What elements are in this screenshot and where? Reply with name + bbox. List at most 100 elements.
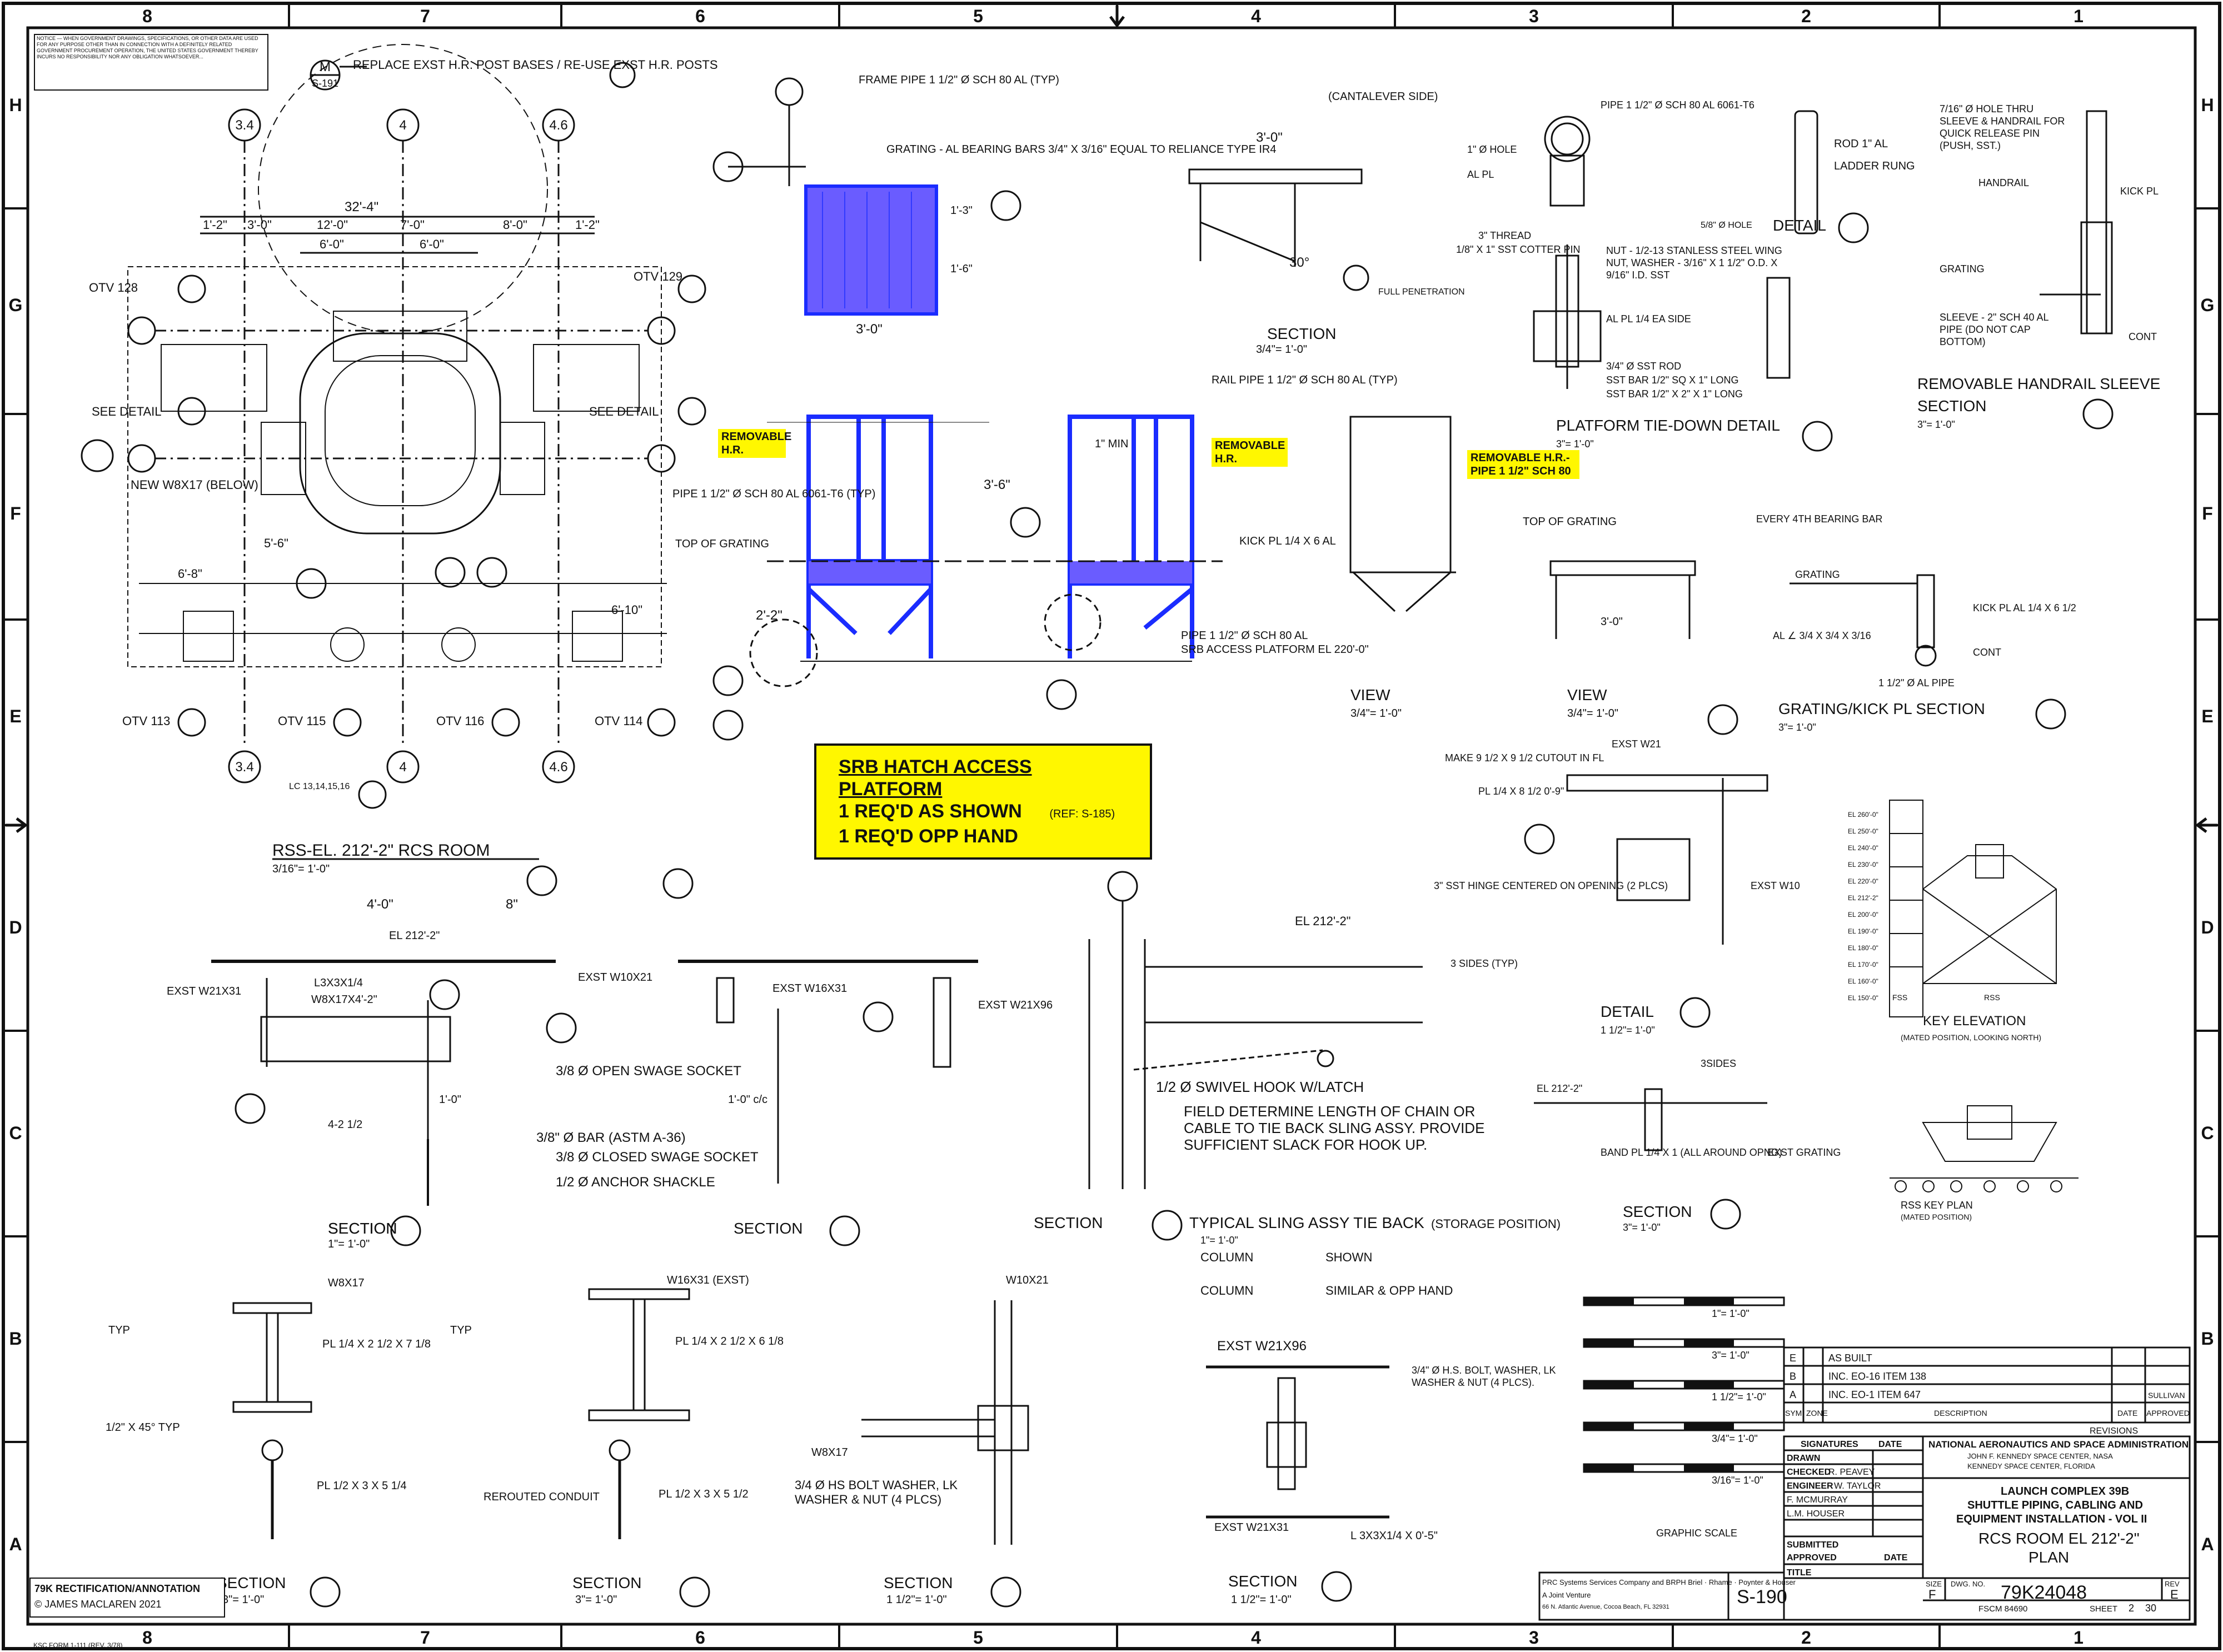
section-k	[232, 1215, 421, 1539]
handrail-sleeve	[2040, 110, 2114, 430]
svg-text:3/8" Ø BAR (ASTM A-36): 3/8" Ø BAR (ASTM A-36)	[536, 1130, 686, 1145]
svg-text:W8X17X4'-2": W8X17X4'-2"	[311, 994, 377, 1006]
svg-text:SECTION: SECTION	[572, 1574, 641, 1591]
svg-text:1 1/2"= 1'-0": 1 1/2"= 1'-0"	[1712, 1391, 1766, 1403]
callout-m-sheet: S-191	[312, 78, 338, 89]
svg-text:KICK PL AL 1/4 X 6 1/2: KICK PL AL 1/4 X 6 1/2	[1973, 602, 2076, 613]
handrail-sleeve-text: HANDRAIL KICK PL GRATING CONT REMOVABLE …	[1917, 177, 2160, 430]
col-bubble-34-bottom	[228, 750, 261, 783]
svg-text:EL 230'-0": EL 230'-0"	[1848, 861, 1878, 869]
svg-text:EL 250'-0": EL 250'-0"	[1848, 827, 1878, 835]
zone-col-top: 5	[973, 6, 983, 26]
svg-text:W10X21: W10X21	[1006, 1274, 1049, 1286]
svg-text:LADDER RUNG: LADDER RUNG	[1834, 160, 1915, 172]
section-k-text: W8X17 TYP PL 1/4 X 2 1/2 X 7 1/8 1/2" X …	[106, 1220, 431, 1492]
lc-note: LC 13,14,15,16	[289, 782, 350, 791]
section-m	[211, 865, 577, 1608]
svg-text:DETAIL: DETAIL	[1601, 1003, 1654, 1020]
svg-text:(MATED POSITION): (MATED POSITION)	[1901, 1212, 1972, 1221]
zone-col-bottom: 3	[1529, 1628, 1539, 1648]
svg-text:AL PL 1/4 EA SIDE: AL PL 1/4 EA SIDE	[1606, 313, 1691, 325]
svg-text:(STORAGE POSITION): (STORAGE POSITION)	[1431, 1217, 1561, 1231]
svg-text:SECTION: SECTION	[734, 1220, 803, 1237]
svg-text:SIMILAR & OPP HAND: SIMILAR & OPP HAND	[1325, 1284, 1453, 1297]
svg-text:PL 1/2 X 3 X 5 1/2: PL 1/2 X 3 X 5 1/2	[659, 1488, 749, 1500]
platform-lines	[712, 77, 1696, 741]
svg-text:DWG. NO.: DWG. NO.	[1951, 1580, 1985, 1588]
svg-text:66 N. Atlantic Avenue, Cocoa B: 66 N. Atlantic Avenue, Cocoa Beach, FL 3…	[1542, 1604, 1669, 1610]
svg-text:INC. EO-1 ITEM 647: INC. EO-1 ITEM 647	[1828, 1389, 1921, 1400]
svg-text:EXST W21X96: EXST W21X96	[978, 999, 1053, 1011]
section-h-text: EL 212'-2" 1/2 Ø SWIVEL HOOK W/LATCH SEC…	[1034, 914, 1561, 1297]
svg-text:1/2 Ø SWIVEL HOOK W/LATCH: 1/2 Ø SWIVEL HOOK W/LATCH	[1156, 1079, 1364, 1095]
svg-text:1/2" X 45° TYP: 1/2" X 45° TYP	[106, 1421, 180, 1434]
svg-text:L3X3X1/4: L3X3X1/4	[314, 977, 363, 989]
svg-text:RSS: RSS	[1984, 993, 2000, 1002]
section-q-bolt-note: 3/4" Ø H.S. BOLT, WASHER, LK WASHER & NU…	[1412, 1365, 1556, 1388]
svg-text:DATE: DATE	[1878, 1440, 1902, 1449]
section-p-bolt-note: 3/4 Ø HS BOLT WASHER, LK WASHER & NUT (4…	[795, 1478, 958, 1506]
rectification-box	[29, 1578, 225, 1618]
svg-text:KENNEDY SPACE CENTER, FLORIDA: KENNEDY SPACE CENTER, FLORIDA	[1967, 1462, 2095, 1470]
zone-col-bottom: 4	[1251, 1628, 1261, 1648]
section-q-text: EXST W21X96 EXST W21X31 L 3X3X1/4 X 0'-5…	[1214, 1339, 1438, 1606]
zone-row-left: D	[9, 917, 22, 937]
col-4-bottom: 4	[399, 760, 406, 775]
otv-113: OTV 113	[122, 714, 170, 728]
zone-col-top: 7	[420, 6, 430, 26]
dim-total: 32'-4"	[345, 199, 378, 214]
platform-title-line: SRB HATCH ACCESS PLATFORM	[839, 756, 1032, 800]
svg-text:W. TAYLOR: W. TAYLOR	[1834, 1481, 1881, 1491]
svg-text:GRAPHIC SCALE: GRAPHIC SCALE	[1656, 1528, 1737, 1539]
tiedown-text: PIPE 1 1/2" Ø SCH 80 AL 6061-T6 1" Ø HOL…	[1456, 99, 1780, 450]
detail-r	[1524, 704, 1768, 1028]
zone-row-left: F	[10, 503, 21, 523]
svg-text:6'-0": 6'-0"	[320, 237, 344, 251]
svg-text:COLUMN: COLUMN	[1200, 1250, 1253, 1264]
svg-text:PL 1/2 X 3 X 5 1/4: PL 1/2 X 3 X 5 1/4	[317, 1480, 407, 1492]
svg-text:AL PL: AL PL	[1467, 169, 1494, 180]
svg-text:1 1/2" Ø AL PIPE: 1 1/2" Ø AL PIPE	[1878, 677, 1955, 688]
svg-text:EL 200'-0": EL 200'-0"	[1848, 911, 1878, 919]
svg-text:GRATING: GRATING	[1795, 569, 1840, 580]
zone-col-bottom: 1	[2074, 1628, 2084, 1648]
col-4: 4	[399, 118, 406, 133]
svg-text:EL 190'-0": EL 190'-0"	[1848, 927, 1878, 935]
svg-text:2: 2	[2129, 1603, 2134, 1614]
svg-text:5'-6": 5'-6"	[264, 536, 288, 550]
svg-text:FSCM 84690: FSCM 84690	[1978, 1604, 2027, 1614]
zone-row-right: B	[2201, 1329, 2214, 1349]
svg-text:GRATING/KICK PL SECTION: GRATING/KICK PL SECTION	[1778, 700, 1985, 717]
section-s	[1534, 1088, 1767, 1230]
ksc-form: KSC FORM 1-111 (REV. 3/78)	[33, 1641, 123, 1649]
svg-text:LAUNCH COMPLEX 39B: LAUNCH COMPLEX 39B	[2001, 1485, 2129, 1498]
svg-text:EL 150'-0": EL 150'-0"	[1848, 994, 1878, 1002]
svg-text:DATE: DATE	[2117, 1409, 2137, 1418]
col-34: 3.4	[235, 118, 253, 133]
zone-row-left: G	[9, 295, 23, 315]
svg-text:3/4"= 1'-0": 3/4"= 1'-0"	[1350, 707, 1402, 720]
svg-text:F. MCMURRAY: F. MCMURRAY	[1787, 1495, 1848, 1505]
svg-text:SECTION: SECTION	[328, 1220, 397, 1237]
svg-text:DRAWN: DRAWN	[1787, 1454, 1820, 1463]
svg-text:30°: 30°	[1289, 255, 1309, 270]
svg-text:1 1/2"= 1'-0": 1 1/2"= 1'-0"	[1231, 1594, 1292, 1606]
zone-row-right: C	[2201, 1123, 2214, 1143]
section-b	[1188, 168, 1369, 291]
svg-text:APPROVED: APPROVED	[2146, 1409, 2190, 1418]
svg-text:3SIDES: 3SIDES	[1701, 1058, 1736, 1069]
callout-m-letter: M	[320, 59, 331, 74]
svg-text:TYPICAL SLING ASSY TIE BACK: TYPICAL SLING ASSY TIE BACK	[1189, 1214, 1424, 1231]
zone-row-right: F	[2202, 503, 2213, 523]
svg-text:2'-2": 2'-2"	[756, 608, 782, 623]
sleeve-pipe-note: SLEEVE - 2" SCH 40 AL PIPE (DO NOT CAP B…	[1940, 312, 2048, 347]
otv-129: OTV 129	[634, 269, 682, 283]
section-l-text: W16X31 (EXST) TYP PL 1/4 X 2 1/2 X 6 1/8…	[450, 1274, 784, 1503]
section-l	[588, 1215, 860, 1539]
otv-114: OTV 114	[595, 714, 642, 728]
svg-text:KICK PL: KICK PL	[2120, 186, 2159, 197]
svg-text:1'-6": 1'-6"	[950, 263, 973, 275]
svg-text:ROD 1" AL: ROD 1" AL	[1834, 138, 1888, 150]
svg-text:VIEW: VIEW	[1567, 686, 1607, 703]
svg-text:SECTION: SECTION	[1034, 1214, 1103, 1231]
